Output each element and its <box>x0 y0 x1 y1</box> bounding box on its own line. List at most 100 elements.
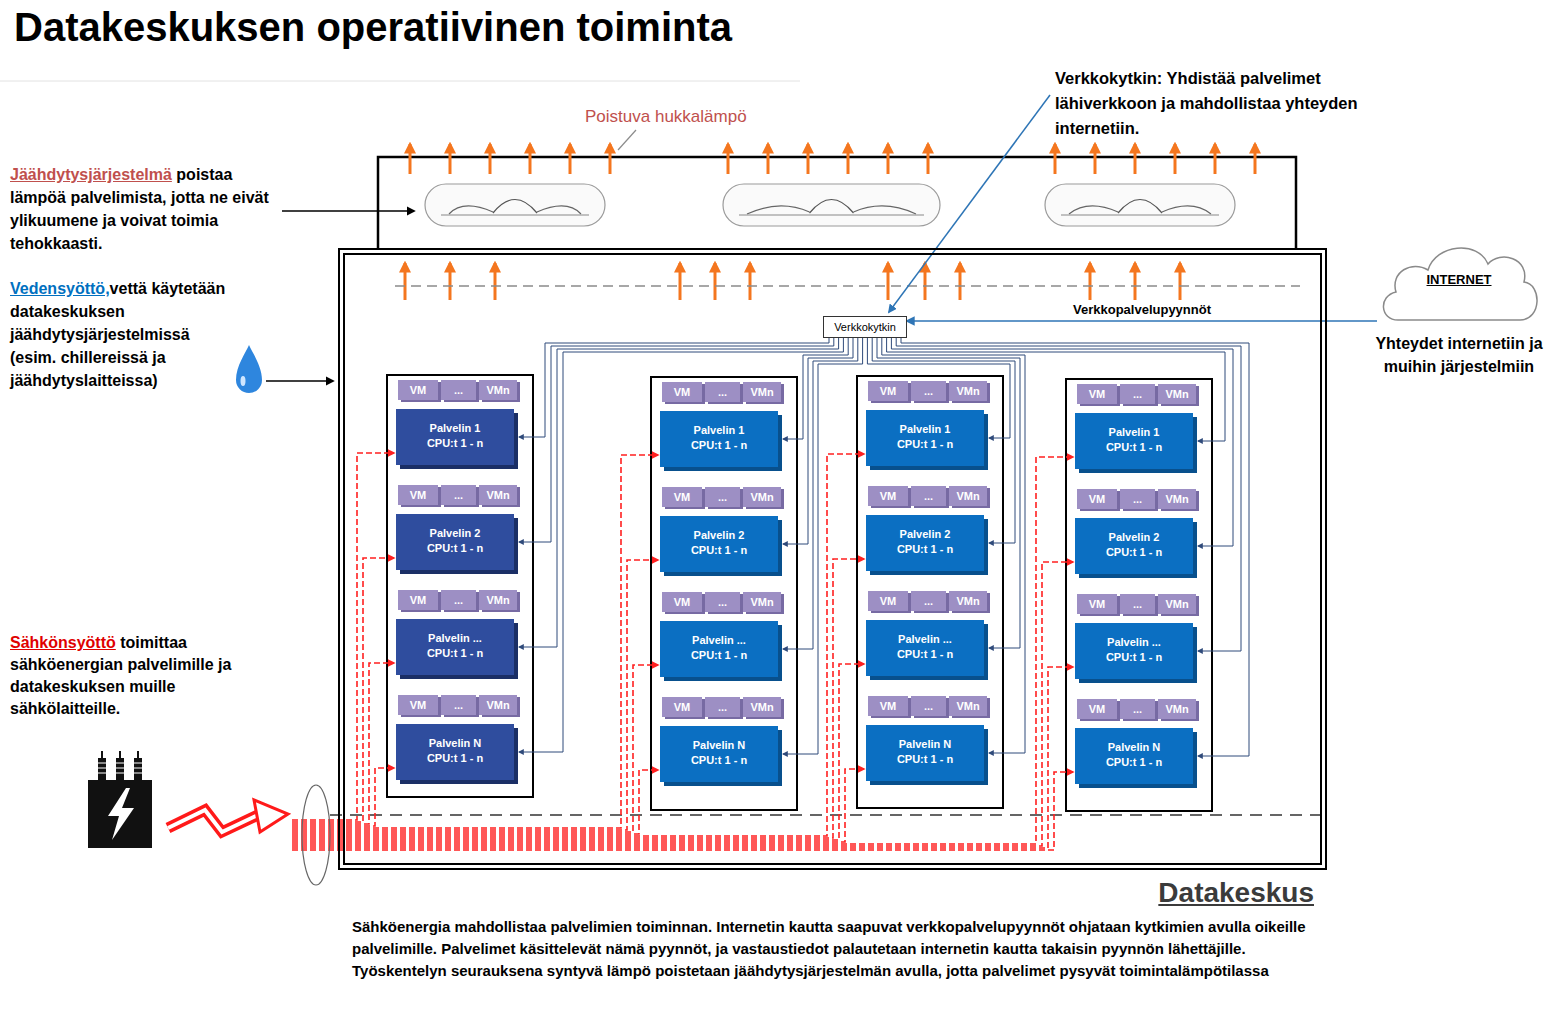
vm-label: VMn <box>1165 489 1188 509</box>
vm-box: VMn <box>1158 489 1196 509</box>
server-box: Palvelin 1CPU:t 1 - n <box>866 410 984 466</box>
vm-box: ... <box>441 695 476 715</box>
vm-label: VMn <box>956 486 979 506</box>
vm-label: ... <box>454 695 463 715</box>
diagram-title: Datakeskuksen operatiivinen toiminta <box>14 2 732 52</box>
server-rack <box>857 376 1003 808</box>
fan-blade <box>747 206 810 214</box>
cooling-fan <box>723 184 940 226</box>
caption-holder: Sähköenergia mahdollistaa palvelimien to… <box>352 916 1317 982</box>
vm-box: VM <box>398 380 438 400</box>
vm-label: VM <box>410 380 427 400</box>
vm-box: VMn <box>479 485 517 505</box>
vm-label: VM <box>880 696 897 716</box>
vm-box: VMn <box>743 382 781 402</box>
vm-label: ... <box>1133 384 1142 404</box>
cable-bundle <box>302 785 330 885</box>
server-name: Palvelin 1 <box>900 422 951 437</box>
power-arrow <box>168 810 260 832</box>
water-drop <box>236 345 262 393</box>
heat-arrow <box>409 144 412 174</box>
connector <box>783 338 863 754</box>
server-box: Palvelin NCPU:t 1 - n <box>396 724 514 780</box>
cooling-fan <box>425 184 605 226</box>
vm-box: ... <box>911 381 946 401</box>
vm-label: VMn <box>750 592 773 612</box>
heat-arrow <box>1094 144 1097 174</box>
server-name: Palvelin N <box>429 736 482 751</box>
cpu-label: CPU:t 1 - n <box>427 541 483 556</box>
vm-box: ... <box>705 592 740 612</box>
vm-label: VMn <box>750 697 773 717</box>
server-name: Palvelin N <box>693 738 746 753</box>
heat-arrow <box>727 144 730 174</box>
server-name: Palvelin 2 <box>694 528 745 543</box>
heat-arrow <box>679 263 682 300</box>
cpu-label: CPU:t 1 - n <box>691 753 747 768</box>
vm-label: VM <box>410 695 427 715</box>
power-line <box>292 772 1073 850</box>
connector <box>783 338 858 649</box>
cpu-label: CPU:t 1 - n <box>1106 545 1162 560</box>
cpu-label: CPU:t 1 - n <box>897 647 953 662</box>
vm-box: VMn <box>743 487 781 507</box>
fan-blade <box>854 206 917 214</box>
vm-box: VM <box>868 591 908 611</box>
power-line <box>292 457 1073 844</box>
server-box: Palvelin NCPU:t 1 - n <box>866 725 984 781</box>
vm-box: ... <box>441 380 476 400</box>
vm-label: VMn <box>486 485 509 505</box>
heat-arrow <box>924 263 927 300</box>
power-line <box>292 769 864 842</box>
internet-label: INTERNET <box>1427 272 1492 287</box>
heat-arrow <box>927 144 930 174</box>
vm-box: ... <box>911 696 946 716</box>
server-name: Palvelin N <box>1108 740 1161 755</box>
vm-label: VM <box>410 485 427 505</box>
heat-arrow <box>959 263 962 300</box>
vm-label: ... <box>454 590 463 610</box>
server-box: Palvelin ...CPU:t 1 - n <box>396 619 514 675</box>
vm-box: VMn <box>949 696 987 716</box>
vm-box: VM <box>398 485 438 505</box>
label-holder: INTERNET <box>1376 272 1542 287</box>
server-name: Palvelin 2 <box>1109 530 1160 545</box>
leader-arrow <box>889 95 1050 312</box>
heat-arrow <box>449 263 452 300</box>
cpu-label: CPU:t 1 - n <box>427 751 483 766</box>
server-name: Palvelin 1 <box>1109 425 1160 440</box>
label-block: Poistuva hukkalämpö <box>585 106 795 128</box>
server-rack <box>651 377 797 810</box>
coil-stripe <box>134 768 142 769</box>
heat-arrow <box>1134 144 1137 174</box>
fan-hub <box>1118 200 1162 214</box>
server-box: Palvelin NCPU:t 1 - n <box>1075 728 1193 784</box>
heat-arrow <box>887 144 890 174</box>
server-name: Palvelin 1 <box>694 423 745 438</box>
vm-label: VM <box>880 591 897 611</box>
server-box: Palvelin 2CPU:t 1 - n <box>866 515 984 571</box>
switch-box: Verkkokytkin <box>823 316 907 338</box>
coil-stripe <box>98 773 106 774</box>
server-box: Palvelin ...CPU:t 1 - n <box>660 621 778 677</box>
coil-stripe <box>116 768 124 769</box>
connector <box>519 338 834 542</box>
internet-caption: Yhteydet internetiin ja muihin järjestel… <box>1360 332 1558 378</box>
switch-callout: Verkkokytkin: Yhdistää palvelimet lähive… <box>1055 69 1358 137</box>
transformer-coil <box>98 758 106 780</box>
vm-box: ... <box>705 697 740 717</box>
callout-heading: Vedensyöttö, <box>10 280 110 297</box>
fan-base <box>739 215 924 216</box>
vm-label: ... <box>454 485 463 505</box>
server-name: Palvelin N <box>899 737 952 752</box>
heat-arrow <box>609 144 612 174</box>
vm-box: VM <box>868 486 908 506</box>
vm-label: ... <box>718 487 727 507</box>
server-box: Palvelin NCPU:t 1 - n <box>660 726 778 782</box>
vm-box: ... <box>441 485 476 505</box>
cpu-label: CPU:t 1 - n <box>427 646 483 661</box>
vm-box: ... <box>705 382 740 402</box>
vm-box: VM <box>1077 699 1117 719</box>
vm-box: ... <box>1120 594 1155 614</box>
connector <box>519 338 843 752</box>
